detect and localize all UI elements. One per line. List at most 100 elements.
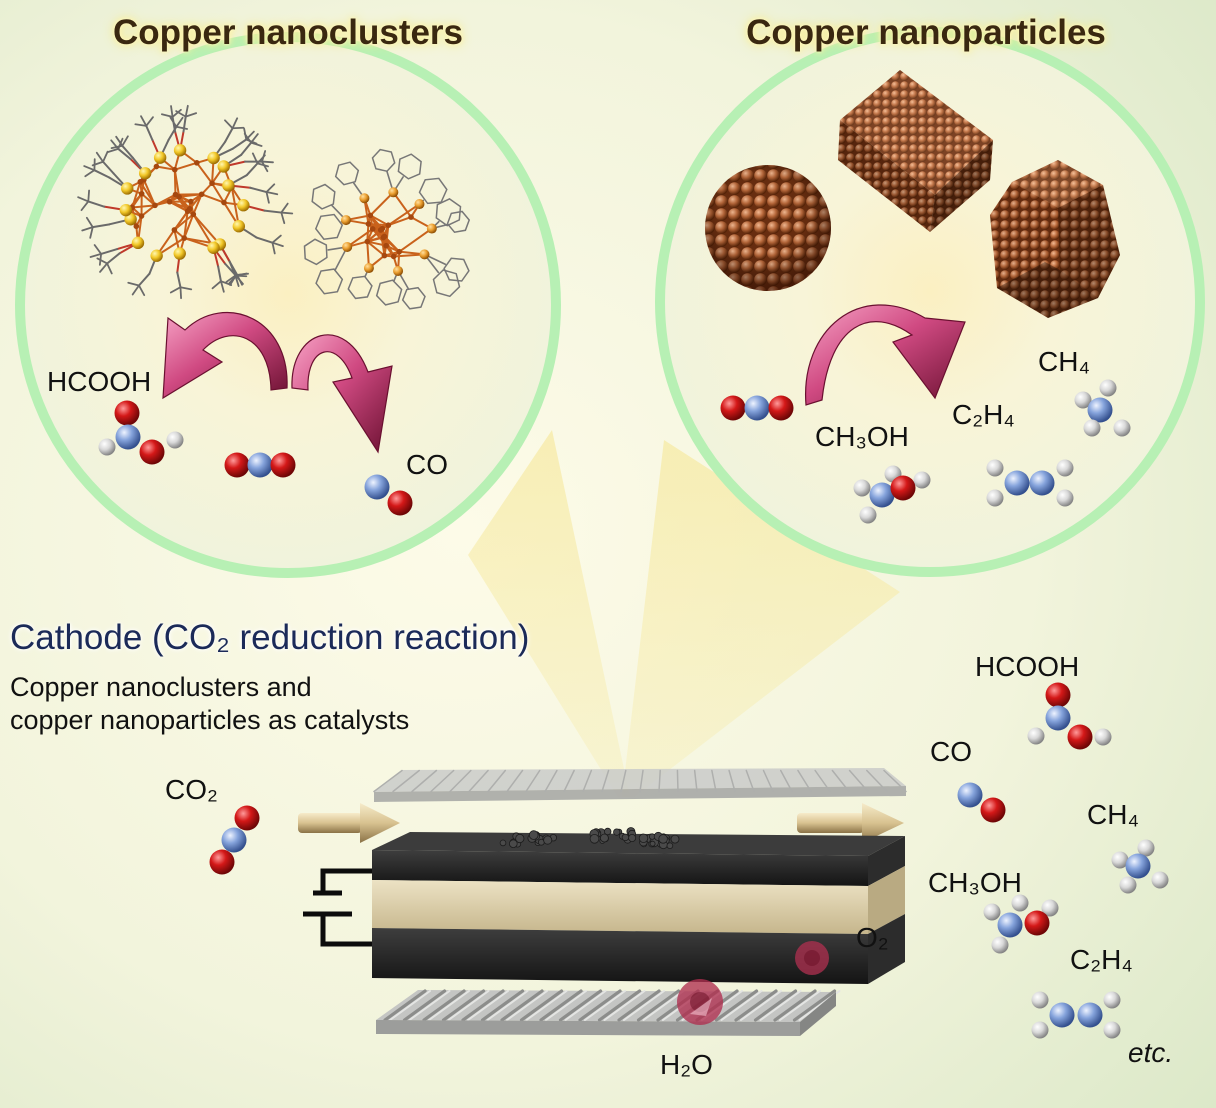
hydrogen-atom <box>859 506 877 524</box>
carbon-atom <box>1004 470 1030 496</box>
cluster-bond <box>369 214 384 230</box>
cluster-bond <box>387 203 421 227</box>
phenyl-ring <box>435 198 462 227</box>
ligand-branch <box>87 189 90 203</box>
anode-side-face <box>868 914 905 984</box>
sulfur-atom <box>131 236 145 250</box>
ligand-branch <box>140 115 148 127</box>
ligand-stick <box>102 160 115 175</box>
copper-atom <box>133 223 140 230</box>
flow-channel-highlight <box>779 990 821 1021</box>
oxygen-atom <box>139 439 165 465</box>
sulfur-atom <box>207 241 220 254</box>
sulfur-atom <box>207 151 220 165</box>
copper-atom <box>379 225 386 232</box>
anode-h2o-label: H₂O <box>660 1049 713 1080</box>
ligand-branch <box>271 241 284 248</box>
cluster-bond <box>192 193 203 216</box>
copper-atom <box>198 191 205 198</box>
ligand-branch <box>220 280 233 286</box>
inlet-co2-label: CO₂ <box>165 774 218 805</box>
circuit-wire-cathode <box>320 868 372 893</box>
oxygen-atom <box>980 797 1006 823</box>
cluster-bond <box>211 182 226 204</box>
phenyl-ring <box>432 269 461 298</box>
copper-atom <box>166 198 173 205</box>
phosphorus-atom <box>426 223 437 234</box>
cluster-bond <box>369 214 390 227</box>
copper-atom <box>176 194 182 200</box>
copper-atom <box>138 190 145 197</box>
ligand-branch <box>280 211 294 215</box>
flow-channel <box>779 769 793 793</box>
cathode-heading: Cathode (CO₂ reduction reaction) <box>10 618 530 657</box>
oxygen-atom <box>209 849 235 875</box>
ligand-branch <box>96 257 109 265</box>
ligand-stick <box>145 124 154 141</box>
oxygen-atom <box>1067 724 1093 750</box>
cubic-copper-nanoparticle <box>838 70 993 232</box>
flow-channel <box>441 989 486 1022</box>
sulfur-atom <box>173 144 187 157</box>
ligand-branch <box>98 252 103 266</box>
cluster-bond <box>183 210 189 240</box>
oxygen-atom <box>890 475 916 501</box>
copper-atom <box>194 160 200 166</box>
nanoparticle-sphere-shading <box>705 165 831 291</box>
flow-channel <box>373 769 403 793</box>
flow-channel <box>468 769 489 793</box>
ligand-branch <box>106 262 113 275</box>
product-co-label: CO <box>930 736 972 767</box>
carbon-atom <box>247 452 273 478</box>
carbon-atom <box>1087 397 1113 423</box>
flow-channel <box>597 989 642 1022</box>
flow-channel <box>762 769 774 793</box>
copper-atom <box>171 227 178 233</box>
hydrogen-atom <box>1083 419 1101 437</box>
flow-channel <box>714 989 759 1022</box>
phosphorus-atom <box>393 265 404 276</box>
flow-channel <box>430 769 455 793</box>
phosphorus-atom <box>341 215 352 226</box>
ligand-branch <box>234 274 244 285</box>
carbon-atom <box>869 482 895 508</box>
flow-channel <box>601 769 610 793</box>
phosphorus-atom <box>419 249 430 260</box>
carbon-atom <box>1045 705 1071 731</box>
phosphorus-atom <box>363 263 374 274</box>
phenyl-ring <box>375 279 403 306</box>
ligand-branch <box>93 244 103 255</box>
flow-channel <box>558 989 603 1022</box>
ligand-branch <box>280 202 289 214</box>
circuit-wire-anode <box>320 914 372 947</box>
ligand-stick <box>87 200 106 208</box>
catalyst-particle <box>508 839 518 848</box>
flow-channel <box>422 989 466 1022</box>
hydrogen-atom <box>1094 728 1112 746</box>
catalyst-particle <box>666 842 674 849</box>
copper-atom <box>369 226 376 232</box>
curved-arrow-to-c2-products <box>805 304 966 406</box>
carbon-atom <box>364 474 390 500</box>
hydrogen-atom <box>991 936 1009 954</box>
copper-atom <box>138 213 145 219</box>
ligand-branch <box>134 123 148 127</box>
cube-top-shade <box>840 70 993 195</box>
ligand-branch <box>115 135 124 147</box>
ligand-branch <box>110 144 124 150</box>
ligand-stick <box>171 115 177 133</box>
flow-channel <box>402 989 447 1022</box>
flow-channel <box>620 769 627 793</box>
catalyst-particle <box>515 833 525 844</box>
catalyst-particle <box>613 828 621 836</box>
flow-channel-highlight <box>506 990 548 1021</box>
flow-channel <box>582 769 593 793</box>
flow-channel-highlight <box>740 990 782 1021</box>
oxygen-atom <box>224 452 250 478</box>
flow-channel <box>525 769 541 793</box>
octahedron-bottom-shade <box>997 262 1098 318</box>
ligand-branch <box>250 133 259 144</box>
hydrogen-atom <box>986 459 1004 477</box>
inlet-arrow <box>298 803 400 843</box>
catalyst-particle <box>658 834 668 844</box>
